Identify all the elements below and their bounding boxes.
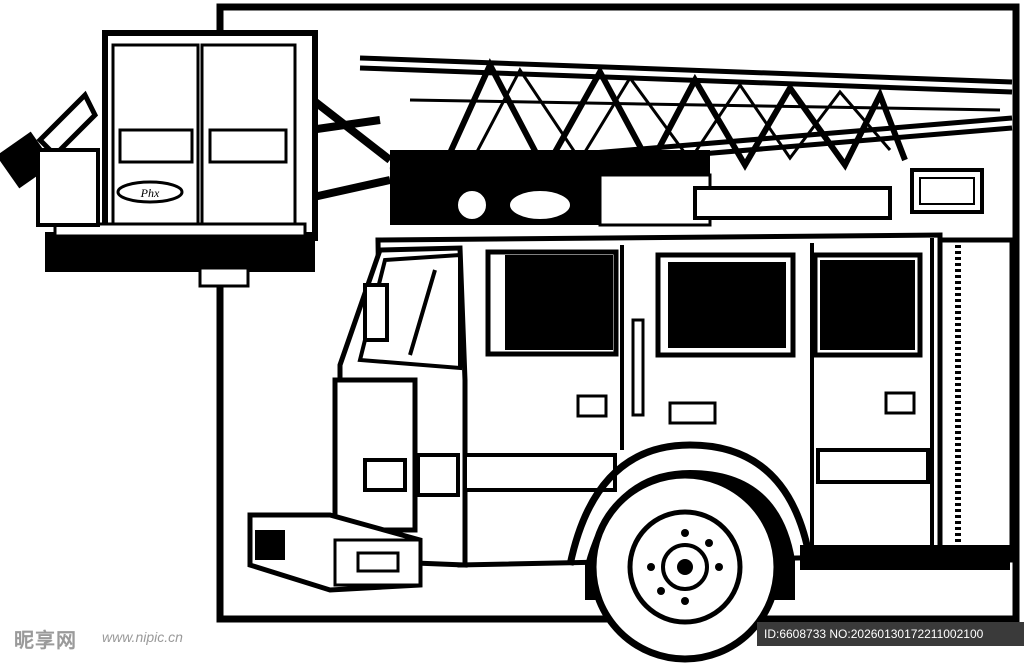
front-wheel <box>589 471 781 663</box>
bucket-label: Phx <box>140 186 160 200</box>
rear-fender <box>800 545 1010 570</box>
watermark-logo: 昵享网 <box>14 628 77 652</box>
water-nozzle <box>0 90 100 227</box>
truck-cab <box>337 232 1015 568</box>
wheel-arch <box>566 441 814 566</box>
watermark-url: www.nipic.cn <box>102 629 183 645</box>
image-id-text: ID:6608733 NO:20260130172211002100 <box>764 627 984 641</box>
light-bar <box>693 186 892 220</box>
wiper <box>408 269 437 356</box>
aerial-bucket: Phx <box>45 30 318 288</box>
beacon <box>454 187 490 223</box>
siren <box>506 187 574 223</box>
side-mirror <box>363 283 389 342</box>
roof-light <box>910 168 984 214</box>
id-bar <box>757 622 1024 646</box>
front-bumper <box>247 377 460 593</box>
